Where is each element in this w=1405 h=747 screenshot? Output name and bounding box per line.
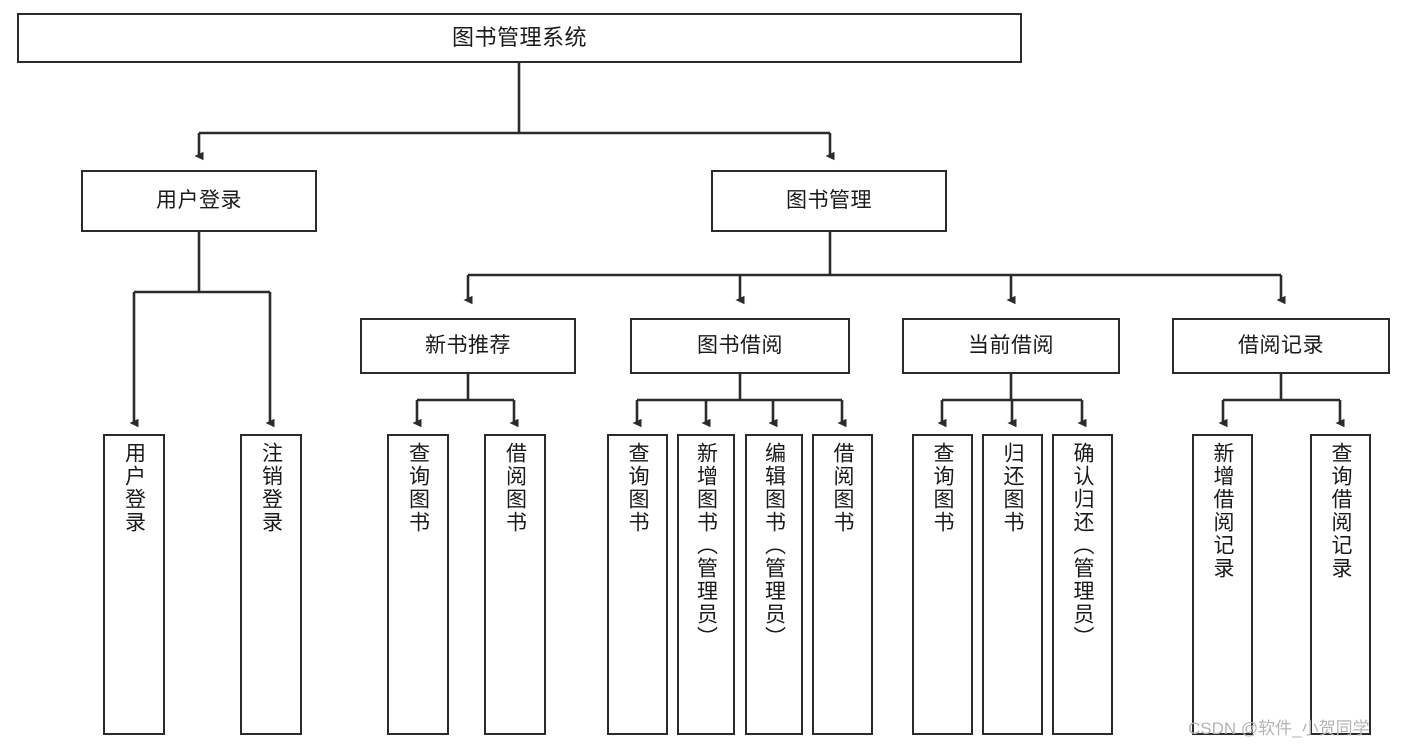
node-book-manage-label: 图书管理 bbox=[786, 189, 872, 213]
node-current-borrow-label: 当前借阅 bbox=[968, 334, 1054, 358]
node-leaf-query-book-3-label: 查询图书 bbox=[931, 442, 954, 534]
node-leaf-add-record[interactable]: 新增借阅记录 bbox=[1192, 434, 1253, 735]
node-leaf-query-book-1[interactable]: 查询图书 bbox=[387, 434, 449, 735]
node-leaf-edit-book[interactable]: 编辑图书（管理员） bbox=[745, 434, 803, 735]
node-user-login-label: 用户登录 bbox=[156, 189, 242, 213]
node-book-manage[interactable]: 图书管理 bbox=[711, 170, 947, 232]
node-leaf-borrow-book-2[interactable]: 借阅图书 bbox=[812, 434, 873, 735]
node-leaf-query-book-3[interactable]: 查询图书 bbox=[912, 434, 973, 735]
node-leaf-query-book-2[interactable]: 查询图书 bbox=[607, 434, 668, 735]
node-leaf-logout[interactable]: 注销登录 bbox=[240, 434, 302, 735]
node-current-borrow[interactable]: 当前借阅 bbox=[902, 318, 1120, 374]
node-borrow-record-label: 借阅记录 bbox=[1238, 334, 1324, 358]
node-root[interactable]: 图书管理系统 bbox=[17, 13, 1022, 63]
node-leaf-query-book-1-label: 查询图书 bbox=[406, 442, 430, 534]
node-leaf-borrow-book-1-label: 借阅图书 bbox=[503, 442, 527, 534]
node-leaf-borrow-book-1[interactable]: 借阅图书 bbox=[484, 434, 546, 735]
node-leaf-query-book-2-label: 查询图书 bbox=[626, 442, 649, 534]
node-leaf-edit-book-label: 编辑图书（管理员） bbox=[762, 442, 786, 649]
node-leaf-confirm-return[interactable]: 确认归还（管理员） bbox=[1052, 434, 1113, 735]
node-new-book-rec[interactable]: 新书推荐 bbox=[360, 318, 576, 374]
node-user-login[interactable]: 用户登录 bbox=[81, 170, 317, 232]
node-book-borrow[interactable]: 图书借阅 bbox=[630, 318, 850, 374]
node-leaf-logout-label: 注销登录 bbox=[259, 442, 283, 534]
node-leaf-add-book[interactable]: 新增图书（管理员） bbox=[677, 434, 735, 735]
node-leaf-add-book-label: 新增图书（管理员） bbox=[694, 442, 718, 649]
node-leaf-return-book[interactable]: 归还图书 bbox=[982, 434, 1043, 735]
node-leaf-query-record-label: 查询借阅记录 bbox=[1329, 442, 1352, 580]
node-leaf-confirm-return-label: 确认归还（管理员） bbox=[1071, 442, 1094, 649]
node-leaf-query-record[interactable]: 查询借阅记录 bbox=[1310, 434, 1371, 735]
node-leaf-user-login-label: 用户登录 bbox=[122, 442, 146, 534]
node-leaf-return-book-label: 归还图书 bbox=[1001, 442, 1024, 534]
node-root-label: 图书管理系统 bbox=[451, 24, 587, 50]
node-new-book-rec-label: 新书推荐 bbox=[425, 334, 511, 358]
node-leaf-add-record-label: 新增借阅记录 bbox=[1211, 442, 1234, 580]
node-leaf-borrow-book-2-label: 借阅图书 bbox=[831, 442, 854, 534]
node-borrow-record[interactable]: 借阅记录 bbox=[1172, 318, 1390, 374]
node-book-borrow-label: 图书借阅 bbox=[697, 334, 783, 358]
node-leaf-user-login[interactable]: 用户登录 bbox=[103, 434, 165, 735]
csdn-watermark: CSDN @软件_小贺同学 bbox=[1188, 719, 1370, 738]
